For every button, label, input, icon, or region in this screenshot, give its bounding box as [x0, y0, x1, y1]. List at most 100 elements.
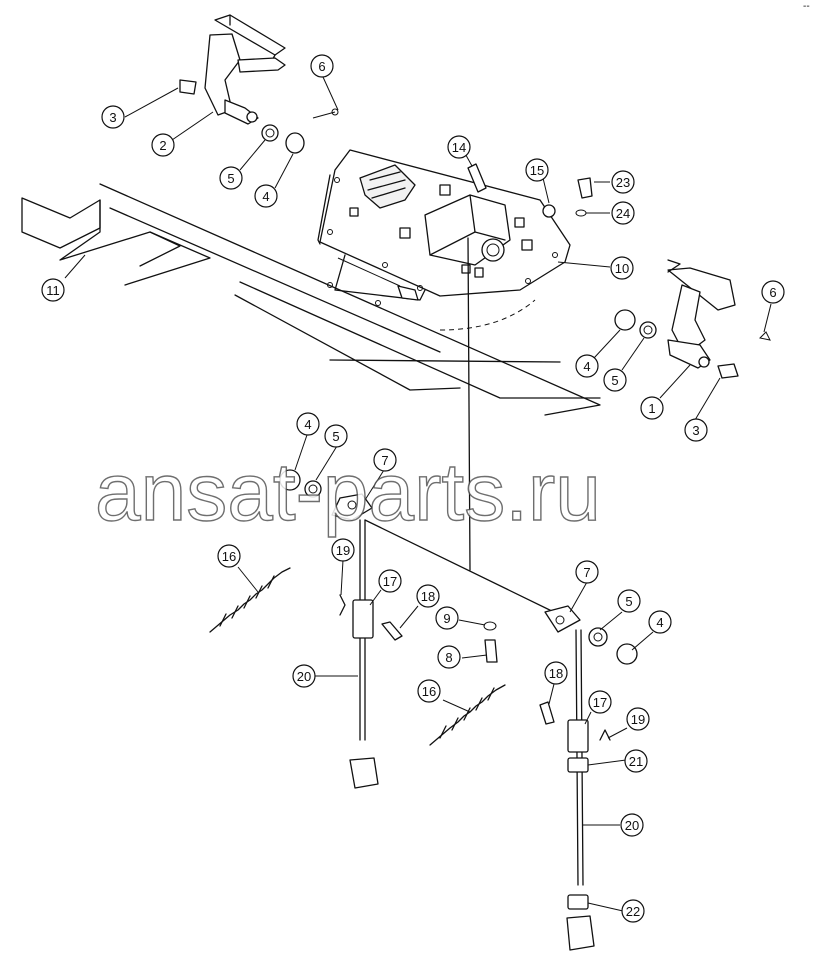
- callout-circle: [101, 105, 125, 129]
- callout-label: 19: [631, 712, 645, 727]
- callout-8: 8: [437, 645, 461, 669]
- callout-label: 20: [625, 818, 639, 833]
- callout-circle: [296, 412, 320, 436]
- callout-circle: [324, 424, 348, 448]
- callout-23: 23: [611, 170, 635, 194]
- callout-24: 24: [611, 201, 635, 225]
- callout-circle: [378, 569, 402, 593]
- callout-circle: [621, 899, 645, 923]
- bolts: [179, 79, 771, 725]
- callout-circle: [588, 690, 612, 714]
- collars: [261, 124, 657, 665]
- callout-4: 4: [575, 354, 599, 378]
- callout-label: 17: [383, 574, 397, 589]
- callout-22: 22: [621, 899, 645, 923]
- callout-label: 8: [445, 650, 452, 665]
- callout-10: 10: [610, 256, 634, 280]
- callout-label: 9: [443, 611, 450, 626]
- callout-circle: [544, 661, 568, 685]
- callout-label: 3: [692, 423, 699, 438]
- callout-18: 18: [416, 584, 440, 608]
- pedal-bracket: [317, 149, 571, 331]
- callout-label: 4: [262, 189, 269, 204]
- callout-17: 17: [588, 690, 612, 714]
- callout-circle: [624, 749, 648, 773]
- callout-label: 20: [297, 669, 311, 684]
- callout-circle: [331, 538, 355, 562]
- callout-label: 6: [769, 285, 776, 300]
- callout-circle: [617, 589, 641, 613]
- linkage: [331, 237, 595, 951]
- callout-label: 4: [656, 615, 663, 630]
- callout-circle: [435, 606, 459, 630]
- callout-3: 3: [101, 105, 125, 129]
- callout-circle: [640, 396, 664, 420]
- callout-17: 17: [378, 569, 402, 593]
- callout-circle: [310, 54, 334, 78]
- callout-label: 2: [159, 138, 166, 153]
- callout-circle: [41, 278, 65, 302]
- callout-20: 20: [292, 664, 316, 688]
- callout-label: 18: [421, 589, 435, 604]
- callout-3: 3: [684, 418, 708, 442]
- callout-6: 6: [761, 280, 785, 304]
- callout-circle: [416, 584, 440, 608]
- callout-label: 5: [611, 373, 618, 388]
- callout-circle: [684, 418, 708, 442]
- watermark: ansat-parts.ru: [95, 447, 601, 538]
- leader-lines: [64, 76, 772, 912]
- callout-5: 5: [603, 368, 627, 392]
- callout-circle: [373, 448, 397, 472]
- callout-5: 5: [219, 166, 243, 190]
- callout-label: 3: [109, 110, 116, 125]
- callout-label: 24: [616, 206, 630, 221]
- callout-circle: [292, 664, 316, 688]
- callout-19: 19: [331, 538, 355, 562]
- callout-label: 23: [616, 175, 630, 190]
- callout-label: 14: [452, 140, 466, 155]
- callout-circle: [620, 813, 644, 837]
- callout-14: 14: [447, 135, 471, 159]
- pedal-right: [667, 259, 736, 369]
- callout-circle: [447, 135, 471, 159]
- callout-19: 19: [626, 707, 650, 731]
- callout-circle: [648, 610, 672, 634]
- callout-21: 21: [624, 749, 648, 773]
- callout-18: 18: [544, 661, 568, 685]
- callout-label: 21: [629, 754, 643, 769]
- callout-circle: [575, 354, 599, 378]
- callout-circle: [603, 368, 627, 392]
- callout-label: 18: [549, 666, 563, 681]
- callout-circle: [417, 679, 441, 703]
- callout-label: 4: [583, 359, 590, 374]
- callout-label: 6: [318, 59, 325, 74]
- callout-9: 9: [435, 606, 459, 630]
- callout-label: 22: [626, 904, 640, 919]
- floor-panel: [21, 183, 601, 416]
- callout-label: 16: [422, 684, 436, 699]
- callout-label: 7: [381, 453, 388, 468]
- callout-label: 10: [615, 261, 629, 276]
- springs: [209, 567, 611, 746]
- callout-label: 7: [583, 565, 590, 580]
- callout-16: 16: [417, 679, 441, 703]
- callout-circle: [151, 133, 175, 157]
- callout-circle: [217, 544, 241, 568]
- callout-6: 6: [310, 54, 334, 78]
- callout-label: 19: [336, 543, 350, 558]
- callout-circle: [611, 170, 635, 194]
- callout-label: 16: [222, 549, 236, 564]
- callout-label: 15: [530, 163, 544, 178]
- pedal-left: [204, 14, 286, 125]
- callout-circle: [219, 166, 243, 190]
- callout-circle: [610, 256, 634, 280]
- callout-16: 16: [217, 544, 241, 568]
- callout-4: 4: [296, 412, 320, 436]
- callout-circle: [254, 184, 278, 208]
- callout-circle: [525, 158, 549, 182]
- corner-mark: --: [803, 1, 810, 12]
- callout-circle: [626, 707, 650, 731]
- callout-4: 4: [254, 184, 278, 208]
- callout-label: 17: [593, 695, 607, 710]
